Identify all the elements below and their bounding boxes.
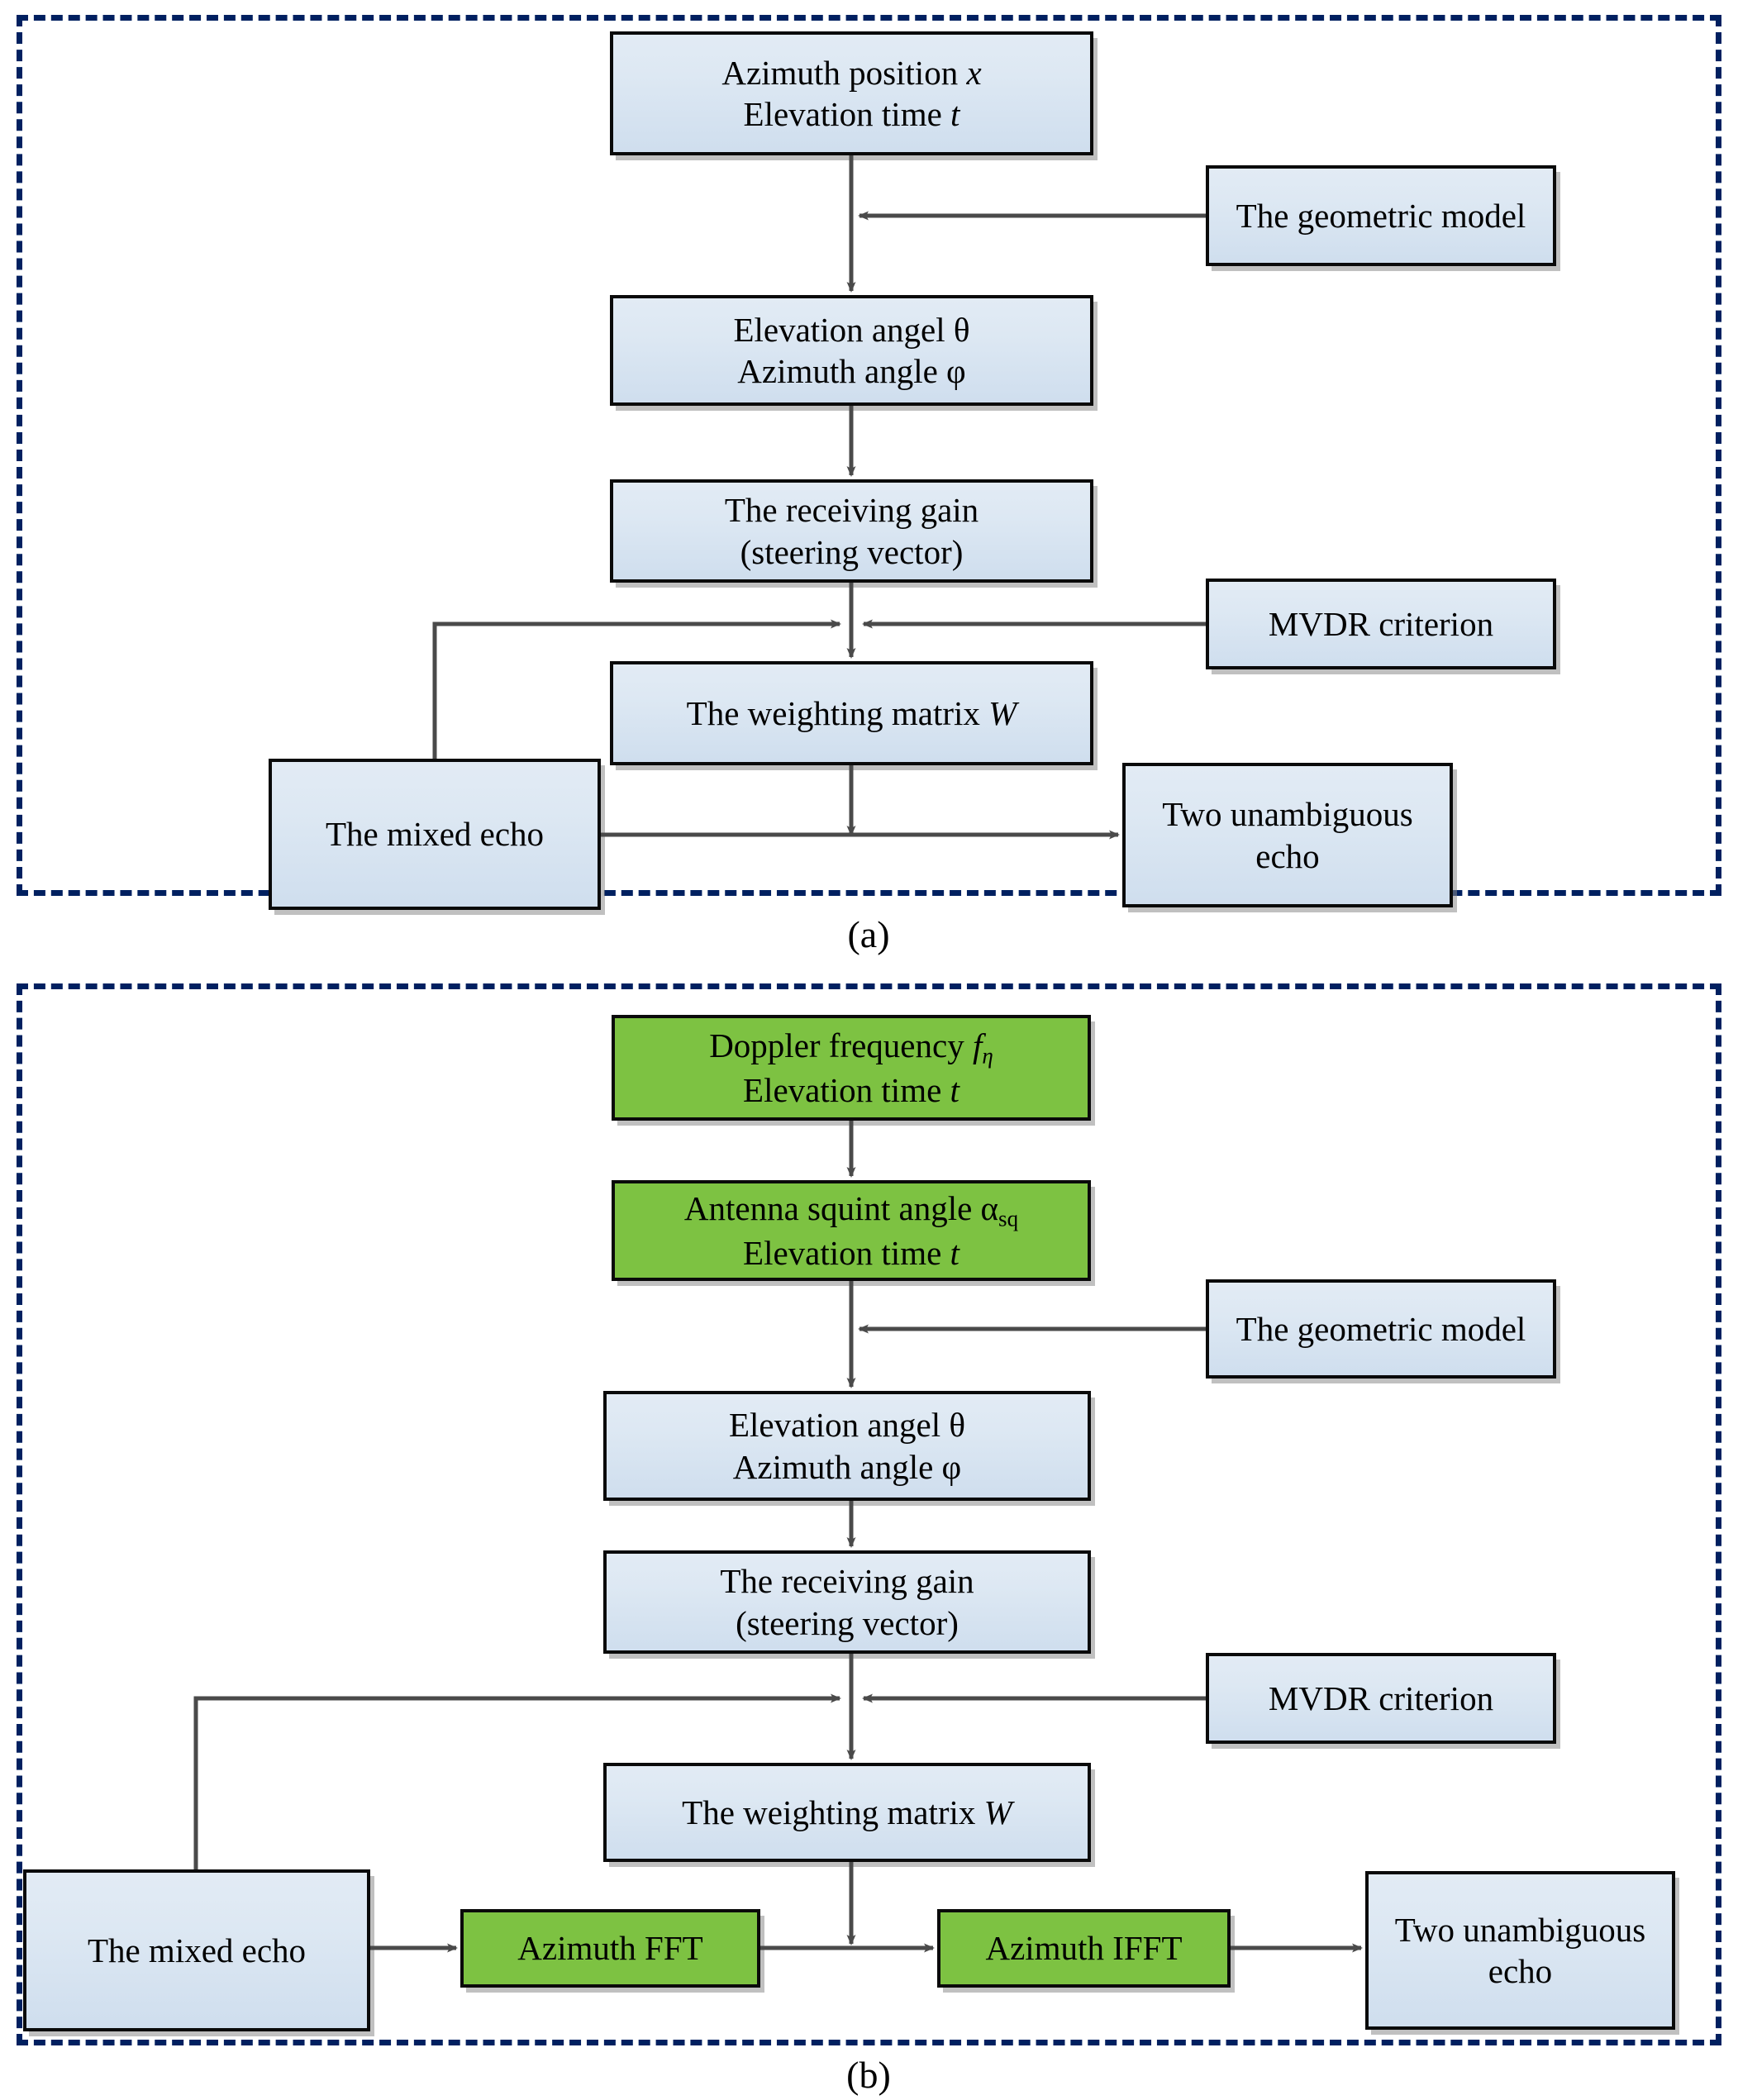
mixed-echo-node-a: The mixed echo — [269, 759, 601, 910]
weighting-matrix-node-a-label: The weighting matrix W — [686, 693, 1017, 732]
azimuth-fft-node-label: Azimuth FFT — [517, 1929, 703, 1968]
mvdr-criterion-node-b: MVDR criterion — [1206, 1653, 1556, 1744]
panel-b-boundary — [17, 983, 1721, 2045]
mvdr-criterion-node-a-label: MVDR criterion — [1268, 604, 1494, 643]
mvdr-criterion-node-b-label: MVDR criterion — [1268, 1679, 1494, 1717]
receiving-gain-node-a: The receiving gain(steering vector) — [610, 479, 1093, 583]
weighting-matrix-node-b-label: The weighting matrix W — [682, 1793, 1012, 1831]
geometric-model-node-a-label: The geometric model — [1236, 196, 1526, 235]
receiving-gain-node-a-label: The receiving gain(steering vector) — [724, 491, 979, 571]
receiving-gain-node-b: The receiving gain(steering vector) — [603, 1550, 1091, 1654]
geometric-model-node-a: The geometric model — [1206, 165, 1556, 266]
panel-b-caption: (b) — [846, 2054, 891, 2096]
mixed-echo-node-a-label: The mixed echo — [325, 815, 545, 854]
azimuth-fft-node: Azimuth FFT — [460, 1909, 760, 1988]
mixed-echo-node-b-label: The mixed echo — [87, 1931, 307, 1969]
panel-a-caption: (a) — [847, 913, 890, 955]
mvdr-criterion-node-a: MVDR criterion — [1206, 579, 1556, 669]
weighting-matrix-node-a: The weighting matrix W — [610, 661, 1093, 765]
geometric-model-node-b-label: The geometric model — [1236, 1309, 1526, 1348]
weighting-matrix-node-b: The weighting matrix W — [603, 1763, 1091, 1862]
geometric-model-node-b: The geometric model — [1206, 1279, 1556, 1379]
receiving-gain-node-b-label: The receiving gain(steering vector) — [720, 1562, 974, 1642]
azimuth-ifft-node-label: Azimuth IFFT — [985, 1929, 1183, 1968]
mixed-echo-node-b: The mixed echo — [23, 1869, 370, 2031]
azimuth-ifft-node: Azimuth IFFT — [937, 1909, 1231, 1988]
panel-a-boundary — [17, 15, 1721, 896]
